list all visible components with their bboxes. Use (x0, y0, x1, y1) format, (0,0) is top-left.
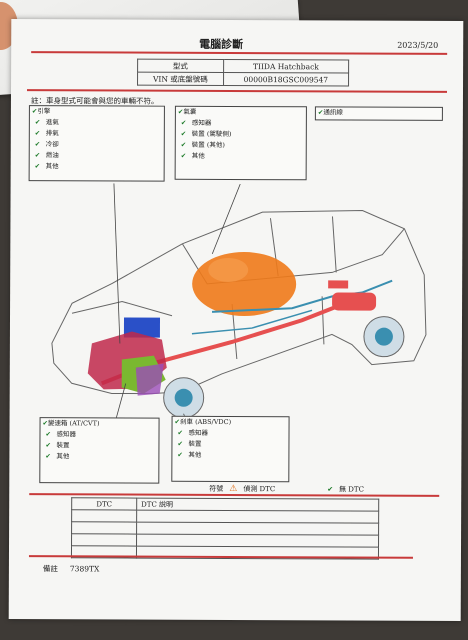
vehicle-diagram (51, 183, 427, 425)
exhaust-part (328, 280, 349, 289)
dtc-description-header: DTC 說明 (136, 498, 379, 512)
hood-line (71, 300, 173, 317)
list-item: ✔燃油 (34, 151, 59, 160)
brake-disc (374, 327, 393, 346)
callout-line (110, 183, 121, 344)
check-icon: ✔ (180, 151, 187, 160)
remark: 備註 7389TX (43, 563, 99, 574)
page-title: 電腦診斷 (199, 37, 244, 52)
list-item: ✔其他 (34, 162, 59, 171)
wiring-line (211, 279, 393, 313)
transmission-title: 變速箱 (AT/CVT) (47, 419, 100, 428)
brake-disc (174, 388, 193, 407)
callout-line (211, 183, 243, 255)
remark-label: 備註 (42, 564, 58, 574)
engine-box: ✔ 引擎 ✔進氣 ✔排氣 ✔冷卻 ✔燃油 ✔其他 (28, 105, 165, 182)
check-icon: ✔ (34, 162, 41, 171)
check-icon: ✔ (327, 485, 334, 494)
list-item: ✔感知器 (177, 428, 209, 437)
list-item: ✔裝置 (45, 441, 70, 450)
check-icon: ✔ (177, 428, 183, 437)
callout-line (111, 383, 127, 425)
wiring-line (191, 309, 313, 335)
check-icon: ✔ (177, 450, 183, 459)
table-row: VIN 或底盤號碼 00000B18GSC009547 (137, 72, 349, 86)
check-icon: ✔ (34, 151, 41, 160)
transmission-box: ✔ 變速箱 (AT/CVT) ✔感知器 ✔裝置 ✔其他 (39, 417, 160, 484)
vehicle-info-table: 型式 TIIDA Hatchback VIN 或底盤號碼 00000B18GSC… (137, 59, 349, 87)
brake-title: 刹車 (ABS/VDC) (179, 417, 232, 426)
pillar-line (331, 216, 337, 273)
list-item: ✔裝置 (177, 439, 202, 448)
legend-no-dtc: 無 DTC (339, 485, 364, 494)
header-rule (31, 51, 448, 55)
list-item: ✔裝置 (駕駛側) (180, 129, 232, 138)
list-item: ✔其他 (177, 450, 202, 459)
check-icon: ✔ (180, 118, 187, 127)
symbol-legend: 符號 ⚠ 偵測 DTC ✔ 無 DTC (209, 484, 364, 495)
diagnosis-sheet: 電腦診斷 2023/5/20 型式 TIIDA Hatchback VIN 或底… (8, 19, 464, 621)
list-item: ✔感知器 (180, 118, 212, 127)
check-icon: ✔ (45, 452, 51, 461)
car-body-outline (51, 210, 427, 395)
door-line (321, 296, 325, 345)
list-item: ✔冷卻 (34, 140, 59, 149)
model-label: 型式 (137, 59, 224, 73)
check-icon: ✔ (180, 140, 187, 149)
table-row: 型式 TIIDA Hatchback (137, 59, 349, 73)
list-item: ✔進氣 (34, 118, 59, 127)
check-icon: ✔ (45, 441, 51, 450)
check-icon: ✔ (34, 140, 41, 149)
check-icon: ✔ (177, 439, 183, 448)
list-item: ✔排氣 (34, 129, 59, 138)
dtc-column-header: DTC (71, 497, 137, 511)
legend-dtc-detected: 偵測 DTC (243, 485, 276, 494)
remark-value: 7389TX (69, 564, 100, 574)
airbag-unit (208, 257, 249, 282)
muffler (332, 292, 377, 311)
check-icon: ✔ (180, 129, 187, 138)
airbag-box: ✔ 氣囊 ✔感知器 ✔裝置 (駕駛側) ✔裝置 (其他) ✔其他 (174, 105, 307, 181)
comm-line-box: ✔通訊線 (314, 106, 443, 121)
model-value: TIIDA Hatchback (223, 59, 349, 73)
legend-label: 符號 (209, 484, 224, 493)
airbag-unit (192, 252, 297, 317)
dtc-table: DTC DTC 說明 (71, 497, 379, 560)
brake-box: ✔ 刹車 (ABS/VDC) ✔感知器 ✔裝置 ✔其他 (171, 415, 290, 483)
list-item: ✔其他 (180, 151, 205, 160)
check-icon: ✔ (45, 430, 51, 439)
check-icon: ✔ (34, 129, 41, 138)
vin-value: 00000B18GSC009547 (223, 72, 349, 86)
comm-title: 通訊線 (323, 108, 343, 117)
check-icon: ✔ (34, 118, 41, 127)
list-item: ✔感知器 (45, 430, 77, 439)
transmission-unit (135, 363, 164, 396)
warning-triangle-icon: ⚠ (229, 483, 238, 495)
list-item: ✔其他 (45, 452, 70, 461)
airbag-title: 氣囊 (183, 107, 197, 116)
report-date: 2023/5/20 (397, 40, 439, 50)
vin-label: VIN 或底盤號碼 (137, 72, 224, 86)
engine-title: 引擎 (37, 107, 51, 116)
list-item: ✔裝置 (其他) (180, 140, 225, 149)
section-rule (26, 89, 448, 93)
legend-rule (29, 493, 440, 497)
